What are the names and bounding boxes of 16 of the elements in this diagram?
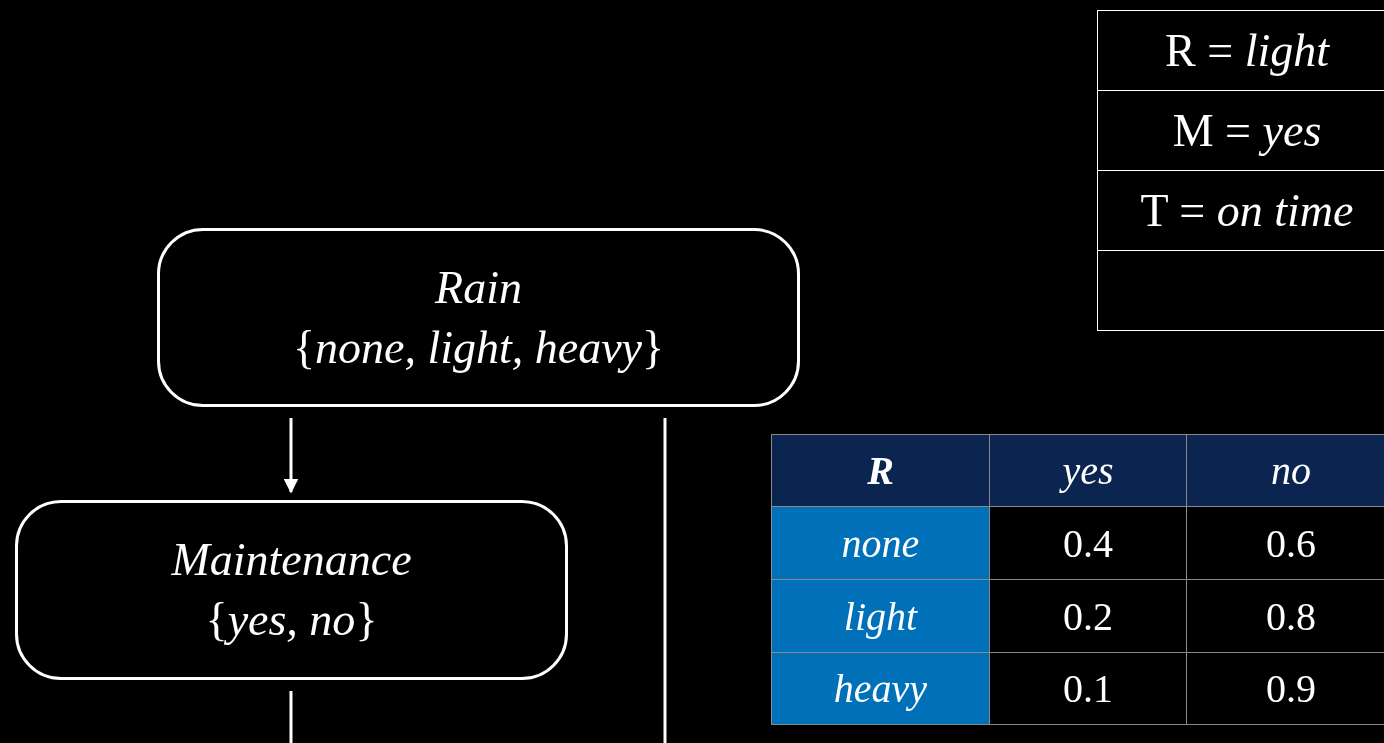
row-header-cell: light (771, 579, 990, 653)
connector-line (663, 418, 667, 743)
header-cell: yes (989, 434, 1187, 507)
variable-node-box (15, 500, 568, 680)
variable-domain: {yes, no} (205, 593, 378, 647)
variable-node-box (157, 228, 800, 407)
evidence-cell: R = light (1097, 10, 1384, 91)
header-cell: R (771, 434, 990, 507)
row-header-cell: none (771, 506, 990, 580)
row-header-cell: heavy (771, 652, 990, 725)
connector-line (289, 691, 293, 743)
variable-name: Rain (435, 260, 522, 315)
variable-domain: {none, light, heavy} (292, 320, 665, 375)
header-cell: no (1186, 434, 1384, 507)
variable-name: Maintenance (171, 533, 412, 587)
arrow (283, 418, 299, 494)
